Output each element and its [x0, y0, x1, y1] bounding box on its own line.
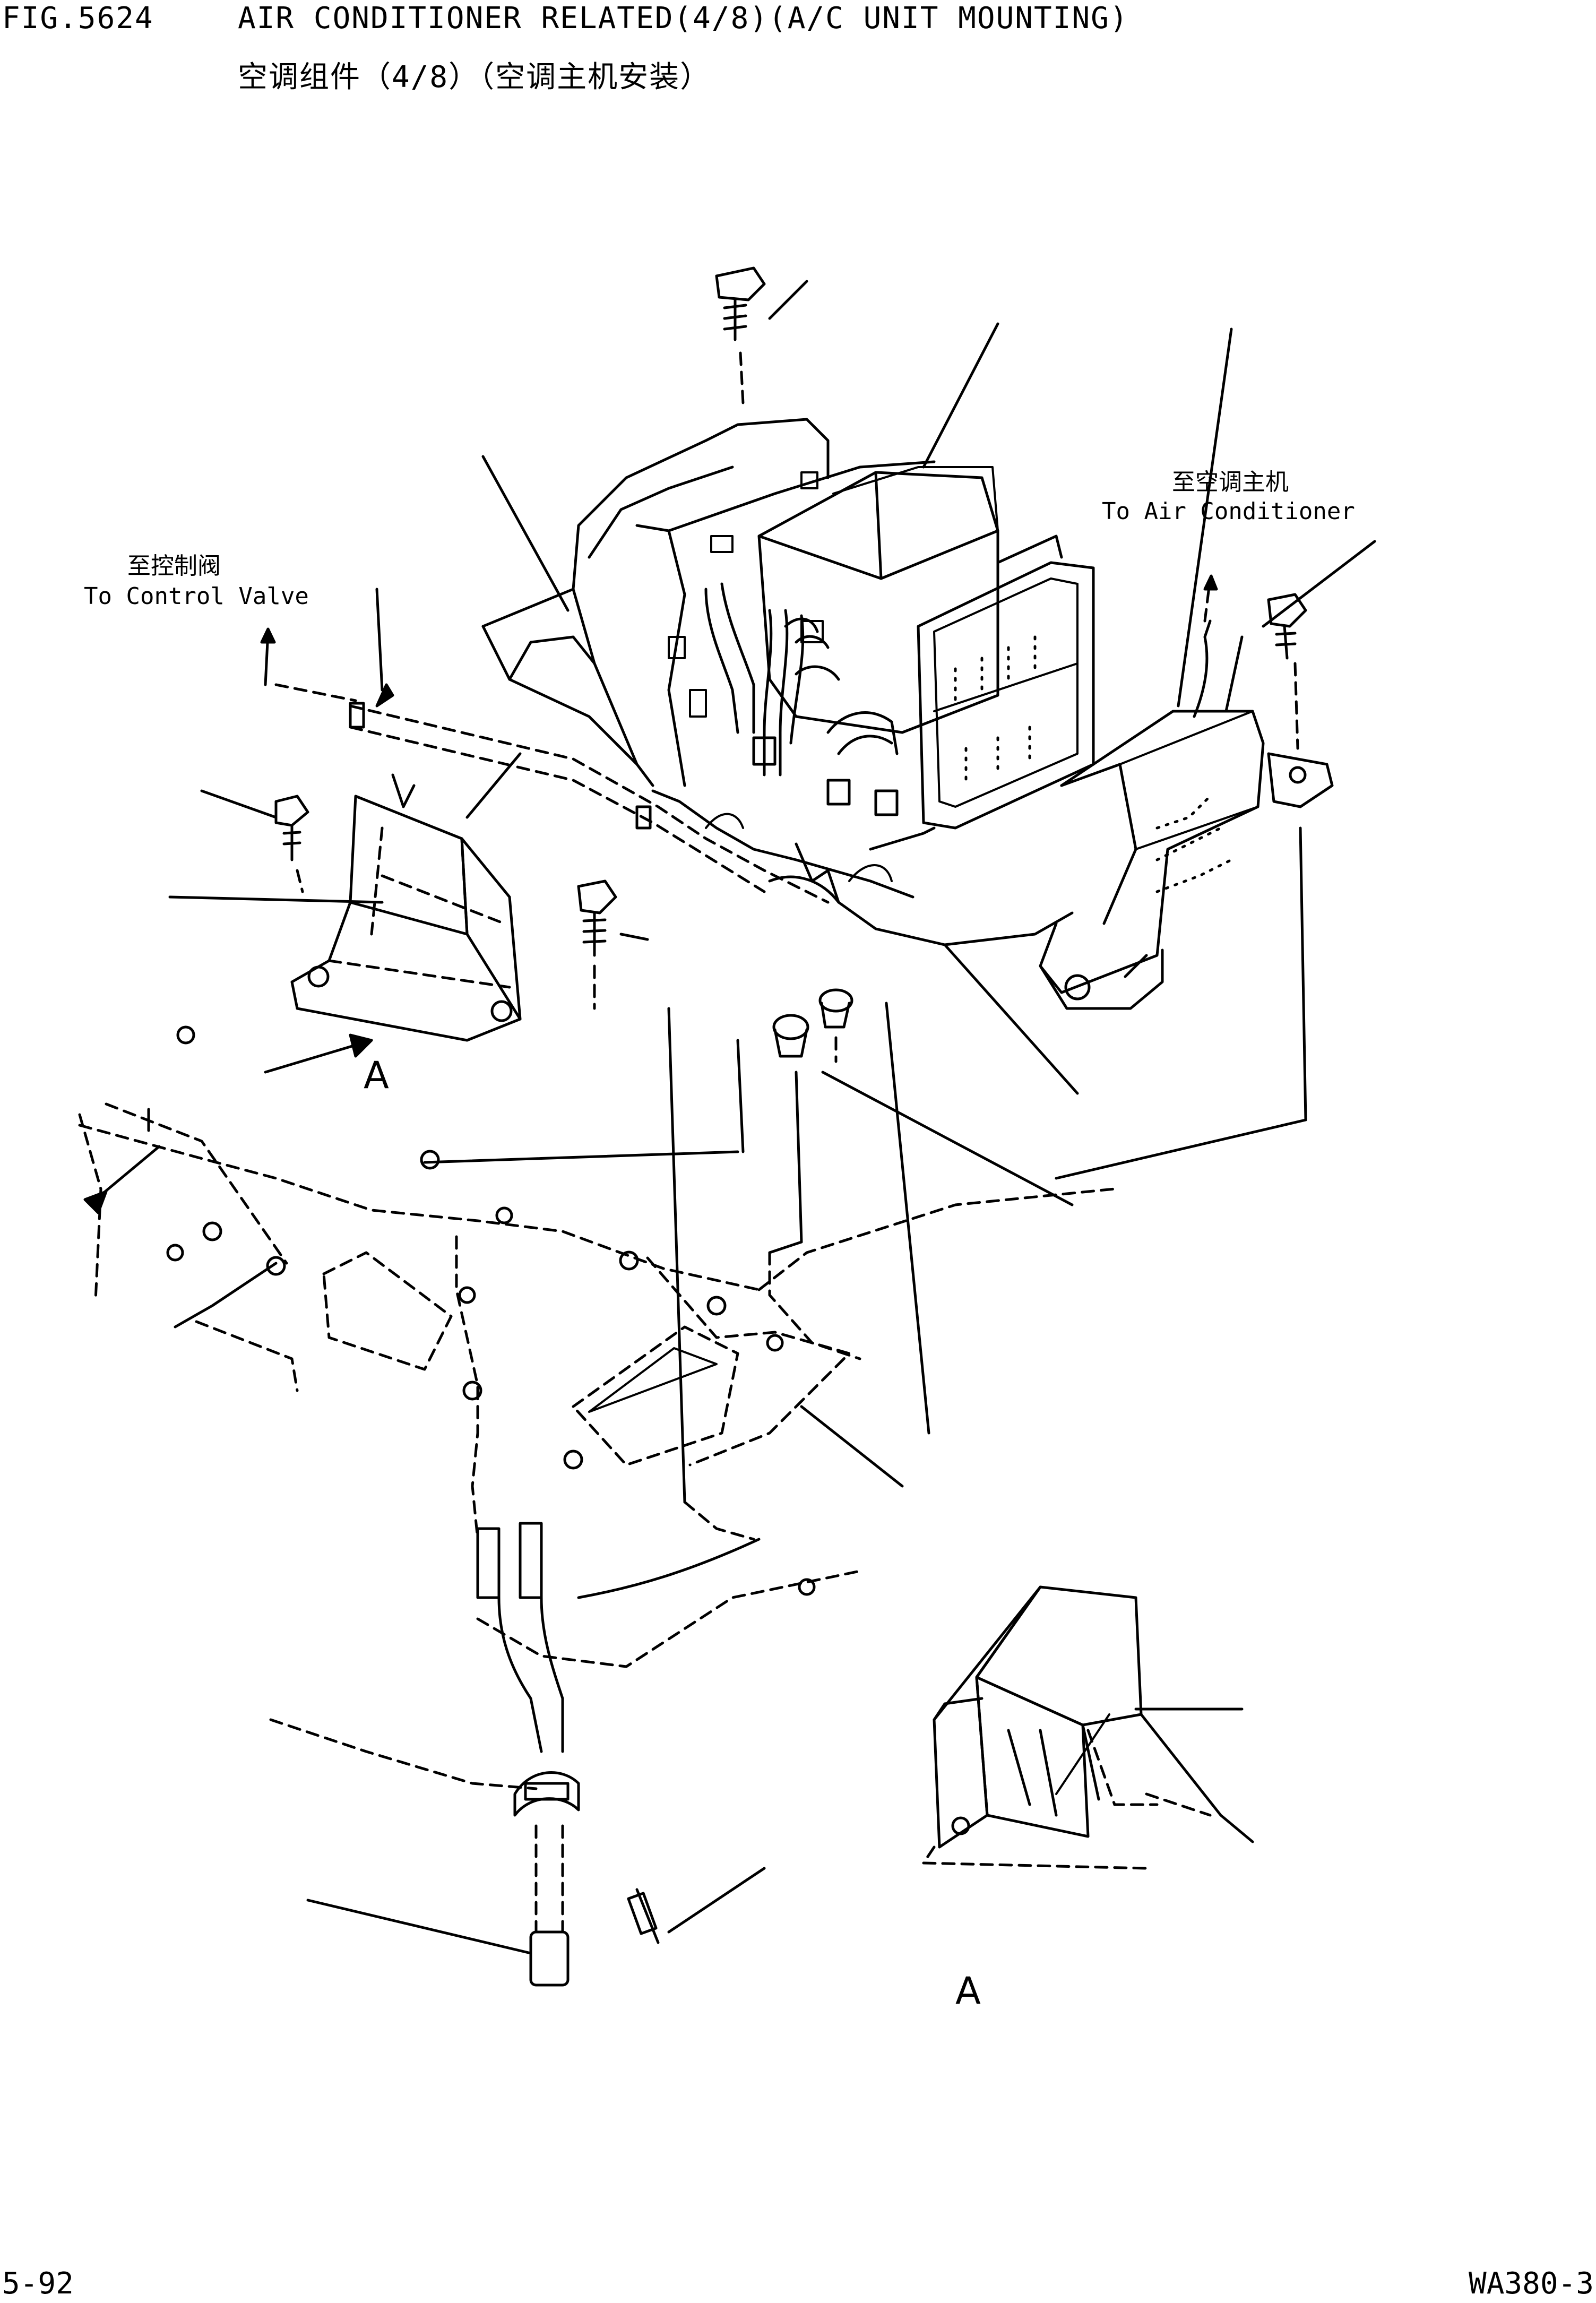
cab-floor-frame — [78, 1025, 1116, 1790]
detail-view-a-label: A — [955, 1969, 981, 2013]
to-control-valve-label-en: To Control Valve — [84, 583, 309, 610]
hose-to-control-valve — [260, 588, 830, 904]
figure-number: FIG.5624 — [2, 1, 154, 36]
unit-mounting-bracket — [651, 789, 1074, 946]
rubber-mounts — [772, 988, 853, 1063]
left-mounting-bracket — [168, 773, 522, 1042]
middle-bolt — [577, 879, 649, 1010]
detail-view-a — [922, 1585, 1254, 1870]
top-bolt — [715, 266, 808, 405]
model-number: WA380-3 — [1468, 2266, 1594, 2301]
to-air-conditioner-label-cn: 至空调主机 — [1172, 469, 1289, 496]
to-air-conditioner-label-en: To Air Conditioner — [1102, 498, 1355, 525]
figure-title-chinese: 空调组件（4/8）（空调主机安装） — [238, 60, 711, 94]
view-arrow-a-label: A — [364, 1054, 389, 1097]
drain-hoses — [306, 1522, 766, 1987]
to-control-valve-label-cn: 至控制阀 — [127, 553, 221, 580]
leader-lines — [423, 322, 1376, 1504]
view-arrow-a — [264, 1033, 373, 1074]
figure-title-english: AIR CONDITIONER RELATED(4/8)(A/C UNIT MO… — [238, 1, 1129, 36]
right-bolt — [1267, 593, 1307, 750]
ac-unit-housing — [481, 418, 1095, 851]
page-number: 5-92 — [2, 2266, 74, 2301]
right-duct-bracket — [1039, 574, 1334, 1010]
